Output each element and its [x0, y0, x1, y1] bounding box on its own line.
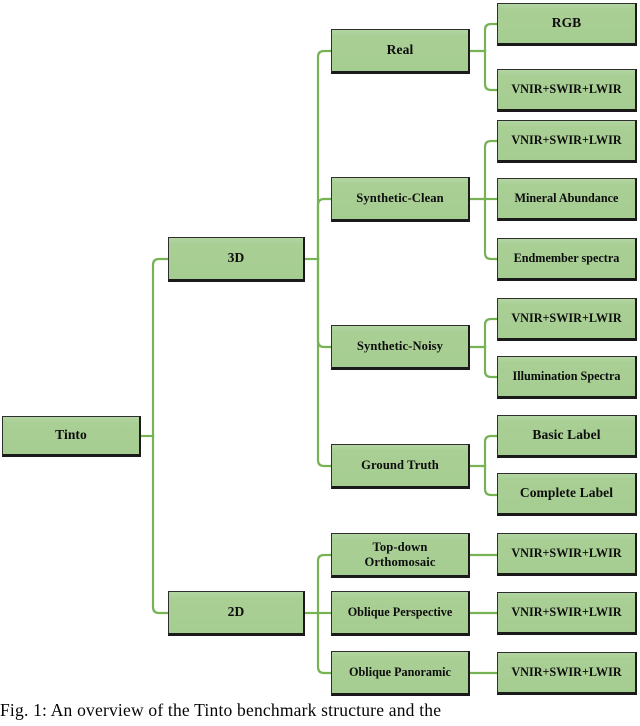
node-2d-oblique-panoramic[interactable]: Oblique Panoramic: [331, 651, 470, 696]
connector-2d-to-topdown: [316, 553, 333, 615]
leaf-synthetic-clean-vnir-swir-lwir[interactable]: VNIR+SWIR+LWIR: [497, 120, 637, 163]
connector-root-to-3d: [151, 257, 170, 438]
leaf-synthetic-noisy-vnir-swir-lwir[interactable]: VNIR+SWIR+LWIR: [497, 298, 637, 341]
leaf-top-down-orthomosaic-vnir-swir-lwir[interactable]: VNIR+SWIR+LWIR: [497, 533, 637, 576]
leaf-ground-truth-basic-label[interactable]: Basic Label: [497, 415, 637, 458]
node-2d-oblique-perspective[interactable]: Oblique Perspective: [331, 591, 470, 636]
node-3d-ground-truth[interactable]: Ground Truth: [331, 444, 470, 489]
leaf-oblique-panoramic-vnir-swir-lwir[interactable]: VNIR+SWIR+LWIR: [497, 652, 637, 695]
connector-3d-to-synthnoisy: [316, 257, 333, 349]
connector-synthnoisy-to-illum: [483, 345, 499, 379]
connector-root-to-2d: [151, 434, 170, 615]
connector-real-to-rgb: [483, 22, 499, 53]
connector-3d-to-groundtruth: [316, 257, 333, 468]
node-root-tinto[interactable]: Tinto: [2, 416, 141, 457]
leaf-real-rgb[interactable]: RGB: [497, 3, 637, 46]
connector-3d-to-synthclean: [316, 197, 333, 261]
leaf-synthetic-clean-mineral-abundance[interactable]: Mineral Abundance: [497, 178, 637, 221]
connector-real-to-vnir: [483, 49, 499, 92]
node-branch-3d[interactable]: 3D: [168, 237, 305, 282]
figure-caption: Fig. 1: An overview of the Tinto benchma…: [0, 700, 442, 720]
leaf-ground-truth-complete-label[interactable]: Complete Label: [497, 473, 637, 516]
leaf-real-vnir-swir-lwir[interactable]: VNIR+SWIR+LWIR: [497, 69, 637, 112]
node-3d-synthetic-noisy[interactable]: Synthetic-Noisy: [331, 325, 470, 370]
leaf-synthetic-noisy-illumination-spectra[interactable]: Illumination Spectra: [497, 356, 637, 399]
node-2d-top-down-orthomosaic[interactable]: Top-down Orthomosaic: [331, 533, 470, 578]
node-3d-synthetic-clean[interactable]: Synthetic-Clean: [331, 177, 470, 222]
connector-groundtruth-to-complete: [483, 464, 499, 497]
connector-3d-to-real: [316, 49, 333, 261]
leaf-synthetic-clean-endmember-spectra[interactable]: Endmember spectra: [497, 238, 637, 281]
connector-synthclean-to-vnir: [483, 139, 499, 201]
connector-synthnoisy-to-vnir: [483, 317, 499, 349]
node-branch-2d[interactable]: 2D: [168, 591, 305, 636]
connector-2d-to-oblpanoramic: [316, 611, 333, 675]
connector-synthclean-to-endmember: [483, 197, 499, 261]
leaf-oblique-perspective-vnir-swir-lwir[interactable]: VNIR+SWIR+LWIR: [497, 592, 637, 635]
node-3d-real[interactable]: Real: [331, 29, 470, 74]
connector-groundtruth-to-basic: [483, 434, 499, 468]
